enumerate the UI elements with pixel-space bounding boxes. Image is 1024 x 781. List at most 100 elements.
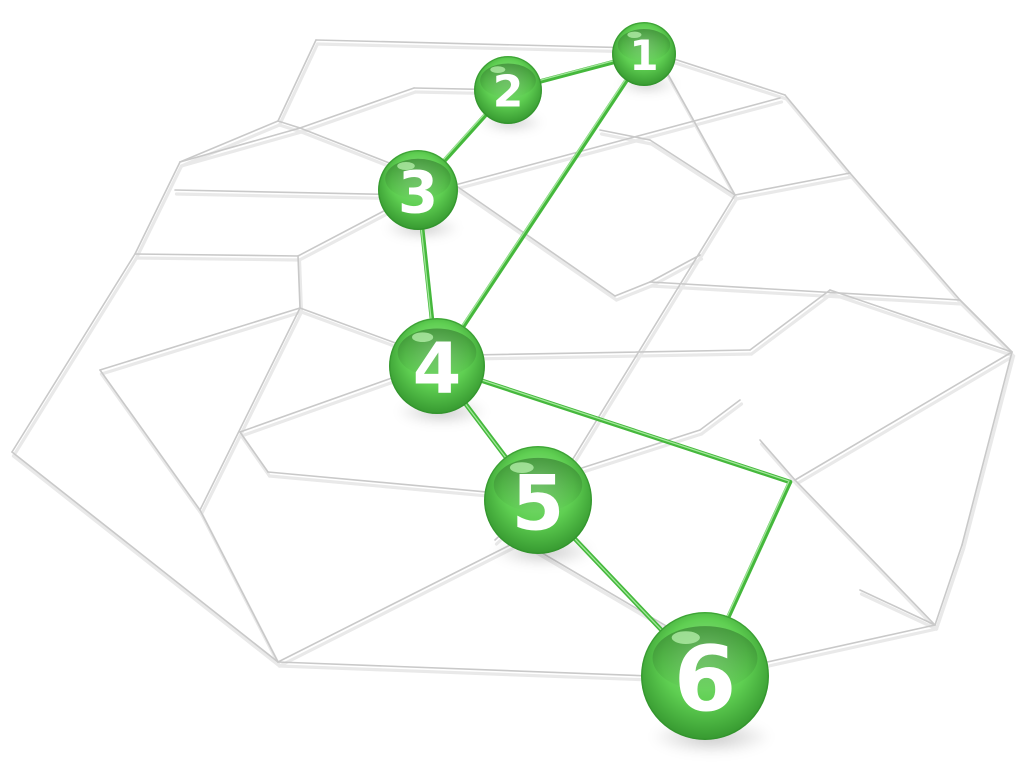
mesh-line-shadow xyxy=(134,256,302,262)
mesh-line-shadow xyxy=(277,664,654,682)
mesh-line xyxy=(277,539,521,663)
node-label-5: 5 xyxy=(512,459,565,548)
mesh-line xyxy=(315,39,641,49)
mesh-line xyxy=(134,161,181,255)
mesh-line-shadow xyxy=(649,284,964,306)
node-highlight xyxy=(412,332,434,343)
node-rim xyxy=(474,56,542,124)
mesh-line xyxy=(559,429,701,476)
mesh-line-shadow xyxy=(315,42,644,54)
route-edge-1-4 xyxy=(434,51,647,369)
node-highlight xyxy=(627,31,642,38)
mesh-line xyxy=(734,172,851,196)
mesh-line-shadow xyxy=(961,354,1016,551)
mesh-line-shadow xyxy=(277,123,304,134)
mesh-line xyxy=(454,184,616,297)
mesh-line xyxy=(739,624,936,669)
mesh-line-shadow xyxy=(734,175,854,201)
mesh-line xyxy=(99,307,301,371)
node-rim xyxy=(612,22,676,86)
mesh-line-shadow xyxy=(699,402,744,436)
mesh-line xyxy=(961,351,1013,546)
node-highlight xyxy=(490,66,506,73)
mesh-line xyxy=(277,39,317,122)
mesh-line xyxy=(179,127,301,163)
mesh-line-shadow xyxy=(614,284,654,302)
mesh-line xyxy=(239,367,421,433)
mesh-line xyxy=(299,87,415,129)
mesh-line xyxy=(559,194,736,481)
mesh-line xyxy=(959,299,1013,353)
node-label-1: 1 xyxy=(629,31,658,80)
mesh-line-shadow xyxy=(959,302,1016,358)
mesh-line-shadow xyxy=(277,42,320,127)
mesh-line-shadow xyxy=(239,370,424,438)
mesh-line-shadow xyxy=(99,372,204,516)
mesh-line-shadow xyxy=(829,292,1016,358)
node-highlight xyxy=(671,631,700,644)
mesh-line xyxy=(759,439,796,481)
mesh-line-shadow xyxy=(299,90,418,134)
mesh-line-shadow xyxy=(179,123,282,168)
mesh-line xyxy=(849,172,961,301)
mesh-line-shadow xyxy=(469,352,754,361)
mesh-line-shadow xyxy=(794,482,939,631)
mesh-line xyxy=(199,509,279,663)
mesh-line xyxy=(469,349,751,356)
mesh-line xyxy=(614,281,651,297)
mesh-line xyxy=(174,189,416,196)
mesh-line xyxy=(934,544,963,626)
mesh-line xyxy=(99,369,201,511)
node-rim xyxy=(484,446,592,554)
mesh-line-shadow xyxy=(297,258,304,314)
mesh-line xyxy=(134,253,299,257)
node-rim xyxy=(378,150,458,230)
route-node-5: 5 xyxy=(484,446,592,554)
node-label-2: 2 xyxy=(493,66,524,117)
mesh-line-shadow xyxy=(11,454,282,668)
mesh-line xyxy=(239,431,269,473)
mesh-line xyxy=(11,451,279,663)
mesh-line-shadow xyxy=(454,100,784,191)
mesh-line-shadow xyxy=(784,97,854,179)
mesh-line-shadow xyxy=(559,432,704,481)
mesh-line xyxy=(454,97,781,186)
route-node-2: 2 xyxy=(474,56,542,124)
route-edge-highlight xyxy=(435,52,644,366)
node-highlight xyxy=(397,162,415,170)
route-node-6: 6 xyxy=(641,612,769,740)
mesh-line-shadow xyxy=(934,547,966,631)
mesh-line-shadow xyxy=(759,442,799,486)
mesh-line-shadow xyxy=(739,627,939,674)
mesh-line xyxy=(859,589,936,626)
node-rim xyxy=(389,318,485,414)
mesh-line xyxy=(784,94,851,174)
mesh-line-shadow xyxy=(277,542,524,668)
mesh-line xyxy=(277,661,651,677)
mesh-line xyxy=(794,351,1013,481)
mesh-line-shadow xyxy=(859,592,939,631)
node-highlight xyxy=(509,462,534,473)
mesh-line-shadow xyxy=(199,310,304,516)
node-label-6: 6 xyxy=(674,627,737,732)
mesh-line xyxy=(649,254,701,283)
mesh-line-shadow xyxy=(749,292,834,356)
mesh-line-shadow xyxy=(134,164,184,260)
mesh-line xyxy=(277,120,301,129)
mesh-line-shadow xyxy=(174,192,419,201)
route-edge-4-6 xyxy=(724,479,793,623)
mesh-line-shadow xyxy=(99,310,304,376)
mesh-line xyxy=(829,289,1013,353)
mesh-line xyxy=(699,399,741,431)
node-label-3: 3 xyxy=(398,158,438,226)
mesh-line xyxy=(599,129,651,141)
mesh-line xyxy=(749,289,831,351)
mesh-line-shadow xyxy=(559,197,739,486)
mesh-line xyxy=(297,255,301,309)
mesh-line xyxy=(199,307,301,511)
mesh-line xyxy=(179,120,279,163)
node-rim xyxy=(641,612,769,740)
mesh-line xyxy=(11,253,136,453)
route-edge-highlight xyxy=(725,480,790,620)
